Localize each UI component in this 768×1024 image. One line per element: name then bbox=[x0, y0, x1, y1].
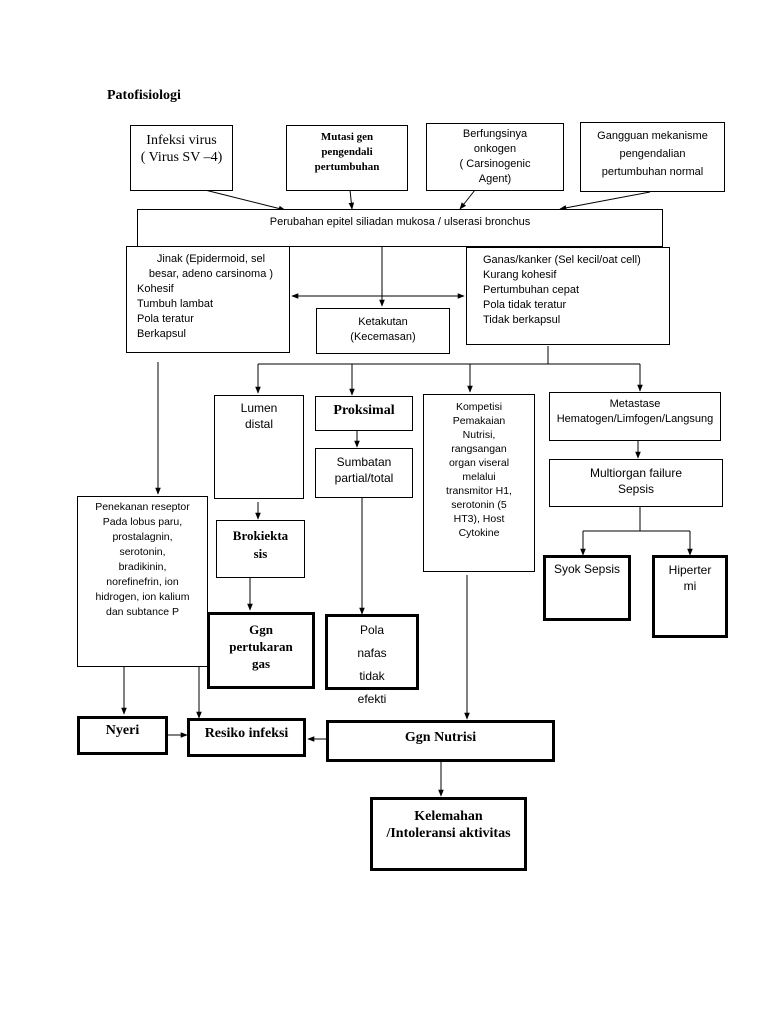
dx-syok-sepsis: Syok Sepsis bbox=[543, 555, 631, 621]
node-ketakutan: Ketakutan (Kecemasan) bbox=[316, 308, 450, 354]
node-penekanan-reseptor: Penekanan reseptor Pada lobus paru, pros… bbox=[77, 496, 208, 667]
dx-hipertermi: Hiperter mi bbox=[652, 555, 728, 638]
node-metastase: Metastase Hematogen/Limfogen/Langsung bbox=[549, 392, 721, 441]
node-lumen-distal: Lumen distal bbox=[214, 395, 304, 499]
node-ganas: Ganas/kanker (Sel kecil/oat cell) Kurang… bbox=[466, 247, 670, 345]
jinak-heading: Jinak (Epidermoid, sel besar, adeno cars… bbox=[148, 253, 274, 280]
node-gangguan-mekanisme: Gangguan mekanisme pengendalian pertumbu… bbox=[580, 122, 725, 192]
jinak-characteristics: Kohesif Tumbuh lambat Pola teratur Berka… bbox=[137, 283, 214, 340]
node-onkogen: Berfungsinya onkogen ( Carsinogenic Agen… bbox=[426, 123, 564, 191]
diagram-title: Patofisiologi bbox=[107, 88, 181, 103]
node-kompetisi: Kompetisi Pemakaian Nutrisi, rangsangan … bbox=[423, 394, 535, 572]
node-proksimal: Proksimal bbox=[315, 396, 413, 431]
node-sumbatan: Sumbatan partial/total bbox=[315, 448, 413, 498]
dx-ggn-pertukaran-gas: Ggn pertukaran gas bbox=[207, 612, 315, 689]
node-infeksi-virus: Infeksi virus ( Virus SV –4) bbox=[130, 125, 233, 191]
node-jinak: Jinak (Epidermoid, sel besar, adeno cars… bbox=[126, 246, 290, 353]
node-perubahan-epitel: Perubahan epitel siliadan mukosa / ulser… bbox=[137, 209, 663, 247]
dx-pola-nafas: Pola nafas tidak efekti bbox=[325, 614, 419, 706]
dx-kelemahan: Kelemahan /Intoleransi aktivitas bbox=[370, 797, 527, 871]
node-mutasi-gen: Mutasi gen pengendali pertumbuhan bbox=[286, 125, 408, 191]
node-brokiektasis: Brokiekta sis bbox=[216, 520, 305, 578]
dx-resiko-infeksi: Resiko infeksi bbox=[187, 718, 306, 757]
dx-ggn-nutrisi: Ggn Nutrisi bbox=[326, 720, 555, 762]
node-multiorgan: Multiorgan failure Sepsis bbox=[549, 459, 723, 507]
dx-nyeri: Nyeri bbox=[77, 716, 168, 755]
